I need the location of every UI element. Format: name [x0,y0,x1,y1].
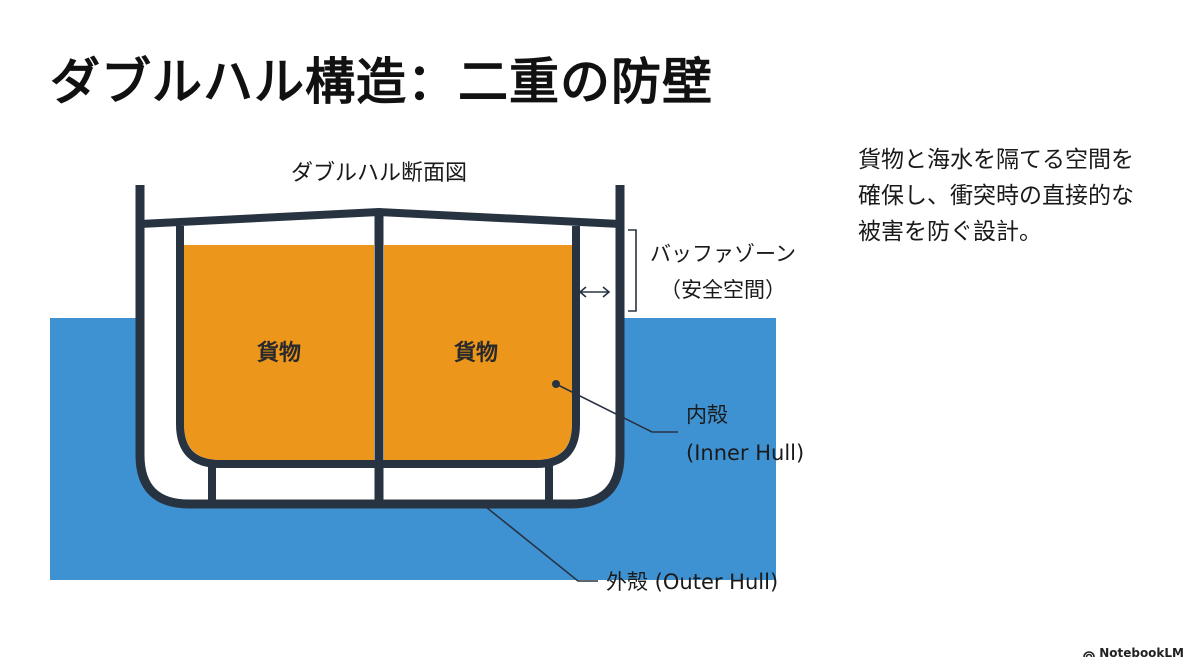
buffer-zone-label-line1: バッファゾーン [650,242,796,266]
description: 貨物と海水を隔てる空間を 確保し、衝突時の直接的な 被害を防ぐ設計。 [858,142,1178,250]
deck [139,208,621,228]
inner-hull-leader-line [555,383,678,433]
inner-hull-label-line1: 内殻 [686,403,728,427]
buffer-zone-label-line2: （安全空間） [660,278,786,302]
cargo-label-right: 貨物 [454,340,498,366]
cargo-label-left: 貨物 [257,340,301,366]
buffer-width-arrow [578,286,611,298]
brand-name: NotebookLM [1099,646,1184,660]
outer-hull-label: 外殻 (Outer Hull) [606,570,778,594]
description-line-1: 貨物と海水を隔てる空間を [858,147,1134,173]
brand-watermark: NotebookLM [1083,646,1184,660]
cargo-tank-right [384,245,572,460]
page-title: ダブルハル構造：二重の防壁 [50,53,713,111]
cargo-tank-left [184,245,374,460]
outer-hull-leader-line [485,506,598,582]
buffer-zone-bracket [628,229,637,312]
description-line-2: 確保し、衝突時の直接的な [858,183,1134,209]
inner-hull-label-line2: (Inner Hull) [686,441,804,465]
notebooklm-logo-icon [1083,651,1095,658]
description-line-3: 被害を防ぐ設計。 [858,219,1042,245]
diagram-caption: ダブルハル断面図 [291,161,467,186]
